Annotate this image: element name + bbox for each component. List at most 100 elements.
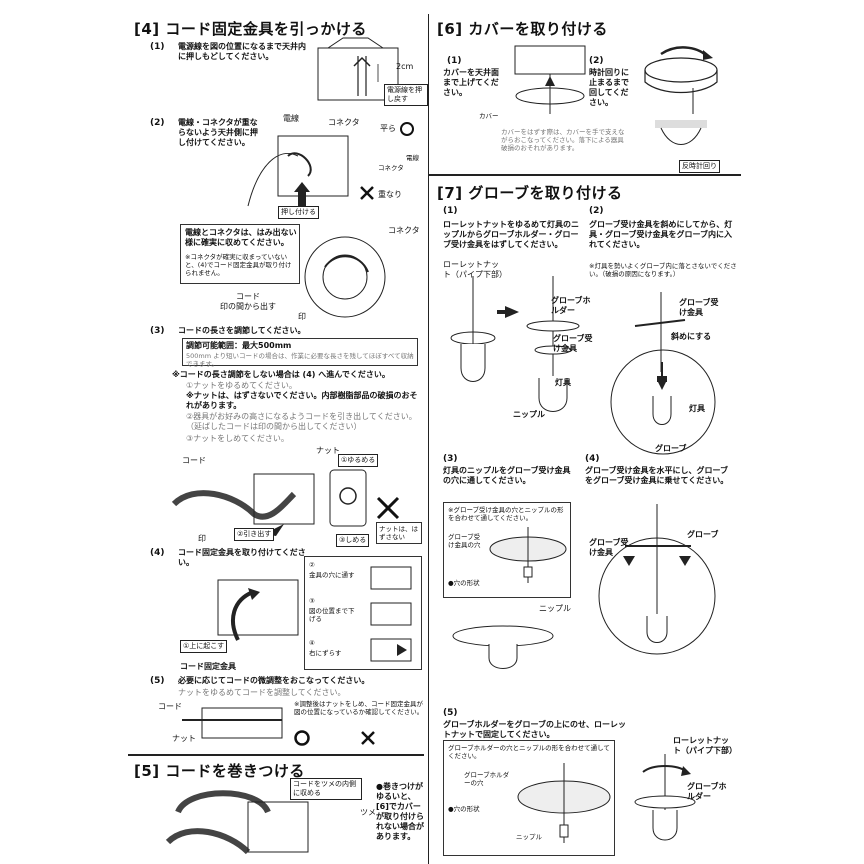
step-4-2-overlap-label: 重なり bbox=[378, 190, 402, 199]
step-4-4-bracket-label: コード固定金具 bbox=[180, 662, 236, 671]
step-4-2-connector-label-3: コネクタ bbox=[388, 226, 420, 235]
step-4-4-b-num: ③ bbox=[309, 597, 315, 605]
step-4-5-cord-label: コード bbox=[158, 702, 182, 711]
step-6-1-number: (1) bbox=[447, 56, 462, 66]
step-4-2-mark-label: 印 bbox=[298, 312, 306, 321]
ok-circle-icon bbox=[400, 122, 414, 136]
step-4-2-note-text: 電線とコネクタは、はみ出ない様に確実に収めてください。 bbox=[185, 228, 297, 247]
step-4-2-note-box: 電線とコネクタは、はみ出ない様に確実に収めてください。 ※コネクタが確実に収まっ… bbox=[180, 224, 300, 284]
step-4-4-illustration bbox=[217, 579, 299, 641]
step-6-note: カバーをはずす際は、カバーを手で支えながらおこなってください。落下による器具破損… bbox=[501, 128, 625, 152]
step-4-3-nut-label: ナット bbox=[316, 446, 340, 455]
ng-cross-icon-2 bbox=[376, 496, 400, 520]
step-4-3-range-box: 調節可能範囲：最大500mm 500mm より短いコードの場合は、作業に必要な長… bbox=[182, 338, 418, 368]
step-7-1-holder-label: グローブホルダー bbox=[551, 296, 591, 315]
section-divider bbox=[128, 754, 424, 756]
step-4-4-b-text: 図の位置まで下げる bbox=[309, 607, 355, 623]
step-7-5-holder-label: グローブホルダー bbox=[687, 782, 727, 801]
ng-cross-icon bbox=[360, 186, 374, 200]
step-7-1-number: (1) bbox=[443, 206, 458, 216]
ok-circle-icon-2 bbox=[294, 730, 310, 746]
step-7-5-shape-label: ●穴の形状 bbox=[448, 805, 480, 813]
step-7-3-text: 灯具のニップルをグローブ受け金具の穴に通してください。 bbox=[443, 466, 571, 485]
step-4-5-illustration bbox=[182, 707, 283, 739]
section-4-title: [4] コード固定金具を引っかける bbox=[134, 20, 367, 38]
step-6-remove-illustration bbox=[655, 120, 707, 145]
step-6-1-text: カバーを天井面まで上げてください。 bbox=[443, 68, 499, 97]
step-4-5-note: ※調整後はナットをしめ、コード固定金具が図の位置になっているか確認してください。 bbox=[294, 700, 424, 716]
step-4-4-a-text: 金具の穴に通す bbox=[309, 571, 355, 579]
step-4-3-text: コードの長さを調節してください。 bbox=[178, 326, 306, 335]
step-4-3-nut-warning-box: ナットは、はずさない bbox=[376, 522, 422, 544]
step-4-3-number: (3) bbox=[150, 326, 165, 336]
step-4-2-push-tag: 押し付ける bbox=[278, 206, 319, 219]
step-7-3-number: (3) bbox=[443, 454, 458, 464]
step-7-5-detail-illustration bbox=[517, 763, 611, 843]
step-7-1-receiver-label: グローブ受け金具 bbox=[553, 334, 593, 353]
step-7-2-lamp-label: 灯具 bbox=[689, 404, 705, 413]
step-4-1-text: 電源線を図の位置になるまで天井内に押しもどしてください。 bbox=[178, 42, 306, 61]
section-5-claw-label: ツメ bbox=[360, 808, 376, 817]
step-7-3-detail-box: ※グローブ受け金具の穴とニップルの形を合わせて通してください。 グローブ受け金具… bbox=[443, 502, 571, 598]
step-4-3-cord-label: コード bbox=[182, 456, 206, 465]
step-4-1-dimension: 2cm bbox=[396, 62, 414, 71]
step-4-3-nut-illustration bbox=[329, 469, 367, 527]
step-4-2-illustration bbox=[247, 135, 349, 207]
step-4-5-text: 必要に応じてコードの微調整をおこなってください。 bbox=[178, 676, 370, 685]
step-7-2-text: グローブ受け金具を斜めにしてから、灯具・グローブ受け金具をグローブ内に入れてくだ… bbox=[589, 220, 733, 249]
section-5-title: [5] コードを巻きつける bbox=[134, 762, 305, 780]
step-7-4-illustration bbox=[598, 504, 716, 655]
step-7-2-note: ※灯具を勢いよくグローブ内に落とさないでください。（破損の原因になります。） bbox=[589, 262, 737, 278]
right-column: [6] カバーを取り付ける (1) カバーを天井面まで上げてください。 カバー … bbox=[428, 14, 741, 864]
step-4-4-detail-box: ② 金具の穴に通す ③ 図の位置まで下げる ④ 右にずらす bbox=[304, 556, 422, 670]
step-4-3-loosen-tag: ①ゆるめる bbox=[338, 454, 379, 467]
section-5-tag: コードをツメの内側に収める bbox=[290, 778, 362, 800]
step-4-4-a-num: ② bbox=[309, 561, 315, 569]
step-7-3-hole-label: グローブ受け金具の穴 bbox=[448, 533, 481, 549]
section-6-title: [6] カバーを取り付ける bbox=[437, 20, 608, 38]
step-6-1-cover-label: カバー bbox=[479, 112, 499, 120]
step-7-3-detail-illustration bbox=[489, 527, 567, 583]
step-4-1-number: (1) bbox=[150, 42, 165, 52]
step-4-3-range-note: 500mm より短いコードの場合は、作業に必要な長さを残してほぼすべて収納できま… bbox=[186, 352, 414, 368]
step-4-3-pull-tag: ②引き出す bbox=[234, 528, 275, 541]
step-4-2-wire-label-2: 電線 bbox=[406, 154, 419, 162]
step-4-4-detail-illustration bbox=[370, 566, 412, 662]
step-4-1-illustration bbox=[317, 37, 399, 101]
step-7-4-receiver-label: グローブ受け金具 bbox=[589, 538, 629, 557]
step-4-5-nut-label: ナット bbox=[172, 734, 196, 743]
step-7-2-number: (2) bbox=[589, 206, 604, 216]
step-7-2-globe-label: グローブ bbox=[655, 444, 687, 453]
step-7-3-bottom-illustration bbox=[452, 625, 554, 669]
section-5-illustration bbox=[165, 790, 309, 855]
step-7-5-illustration bbox=[634, 754, 696, 841]
step-7-5-note: グローブホルダーの穴とニップルの形を合わせて通してください。 bbox=[448, 744, 610, 760]
step-4-3-step-1: ①ナットをゆるめてください。 bbox=[186, 381, 297, 390]
step-4-2-detail-illustration bbox=[304, 236, 386, 318]
step-7-3-shape-label: ●穴の形状 bbox=[448, 579, 480, 587]
step-4-3-mark-label: 印 bbox=[198, 534, 206, 543]
step-7-4-globe-label: グローブ bbox=[687, 530, 719, 539]
step-4-5-sub: ナットをゆるめてコードを調整してください。 bbox=[178, 688, 346, 697]
step-4-2-flat-label: 平ら bbox=[380, 124, 396, 133]
step-7-5-detail-box: グローブホルダーの穴とニップルの形を合わせて通してください。 グローブホルダーの… bbox=[443, 740, 615, 856]
step-4-3-skip-note: ※コードの長さ調節をしない場合は (4) へ進んでください。 bbox=[172, 370, 390, 379]
step-4-4-raise-tag: ①上に起こす bbox=[180, 640, 228, 653]
step-4-2-wire-label: 電線 bbox=[283, 114, 299, 123]
step-4-3-step-2: ②器具がお好みの高さになるようコードを引き出してください。（延ばしたコードは印の… bbox=[186, 412, 417, 431]
step-7-3-nipple-label: ニップル bbox=[539, 604, 571, 613]
ng-cross-icon-3 bbox=[361, 731, 375, 745]
step-4-3-step-3: ③ナットをしめてください。 bbox=[186, 434, 289, 443]
step-7-2-illustration bbox=[610, 292, 716, 455]
step-7-5-number: (5) bbox=[443, 708, 458, 718]
step-4-2-note-warning: ※コネクタが確実に収まっていないと、(4)でコード固定金具が取り付けられません。 bbox=[185, 253, 292, 277]
step-4-2-cord-label: コード bbox=[236, 292, 260, 301]
step-4-2-connector-label: コネクタ bbox=[328, 118, 360, 127]
step-4-4-text: コード固定金具を取り付けてください。 bbox=[178, 548, 306, 567]
step-4-2-number: (2) bbox=[150, 118, 165, 128]
step-6-2-number: (2) bbox=[589, 56, 604, 66]
step-7-1-lamp-label: 灯具 bbox=[555, 378, 571, 387]
step-4-2-cord-from: 印の間から出す bbox=[220, 302, 276, 311]
step-7-1-illustration bbox=[450, 276, 580, 412]
step-4-3-warning: ※ナットは、はずさないでください。内部樹脂部品の破損のおそれがあります。 bbox=[186, 391, 418, 410]
